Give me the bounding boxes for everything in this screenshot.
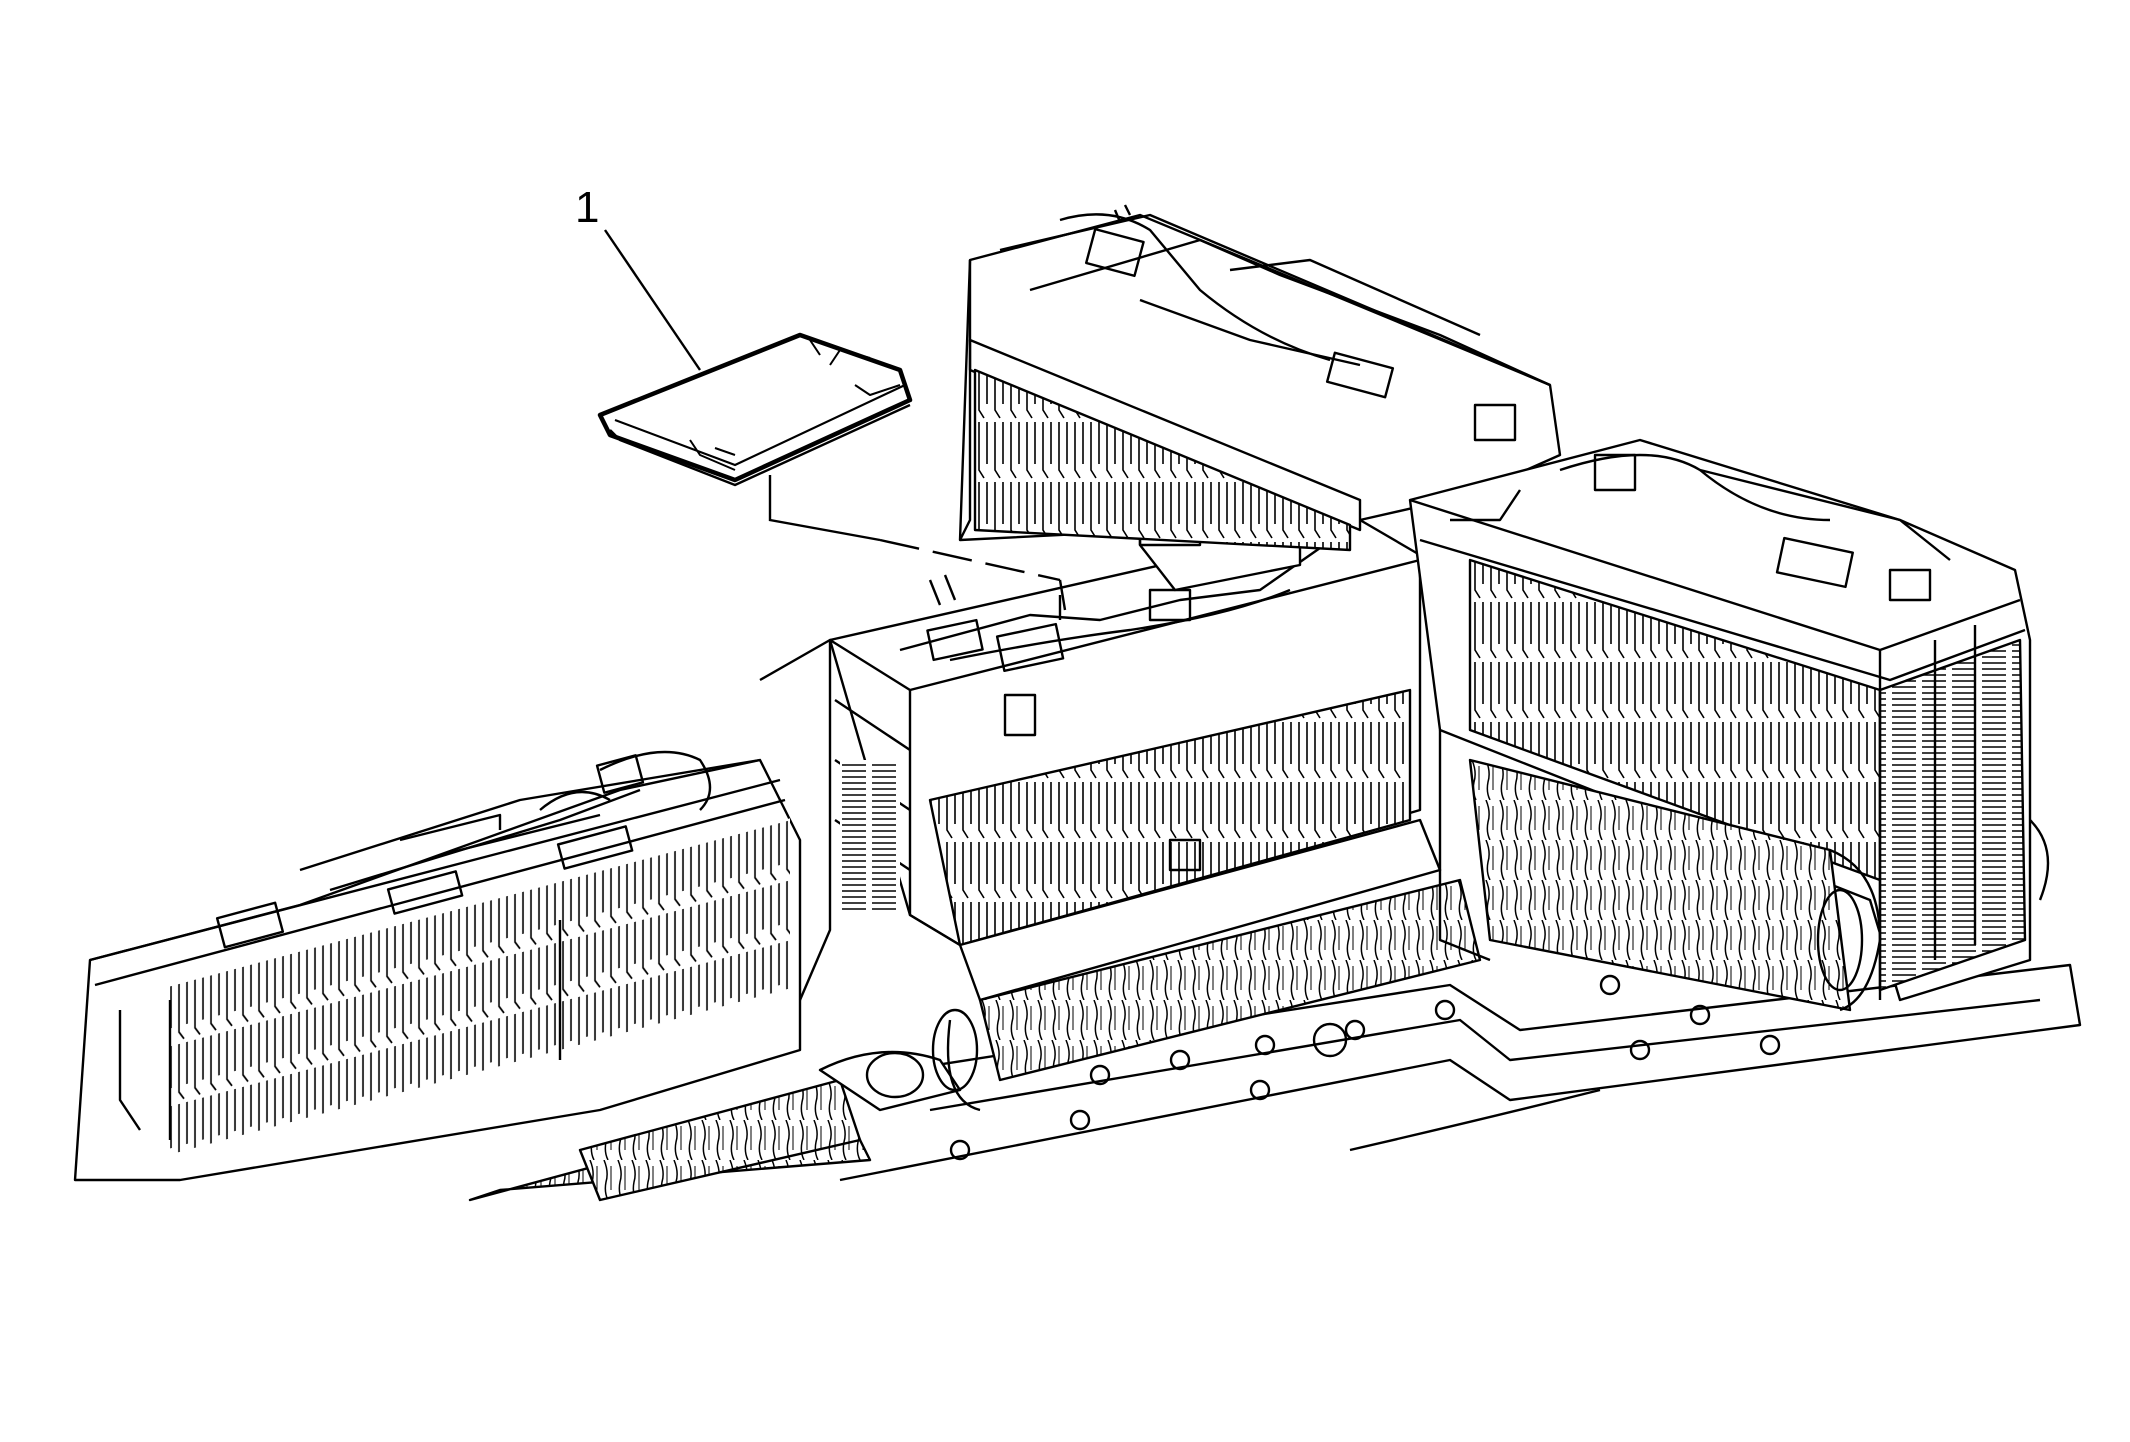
- rear-battery-section: [958, 204, 1562, 552]
- callout-label-1: 1: [575, 183, 600, 232]
- right-battery-section: [1408, 438, 2050, 1012]
- callout-leader: [604, 229, 1067, 611]
- removed-module-cover: [597, 332, 913, 487]
- left-battery-section: [73, 750, 802, 1182]
- left-cooling-fins: [468, 1050, 962, 1202]
- center-battery-section: [759, 518, 1482, 1112]
- floor-tray: [839, 963, 2082, 1182]
